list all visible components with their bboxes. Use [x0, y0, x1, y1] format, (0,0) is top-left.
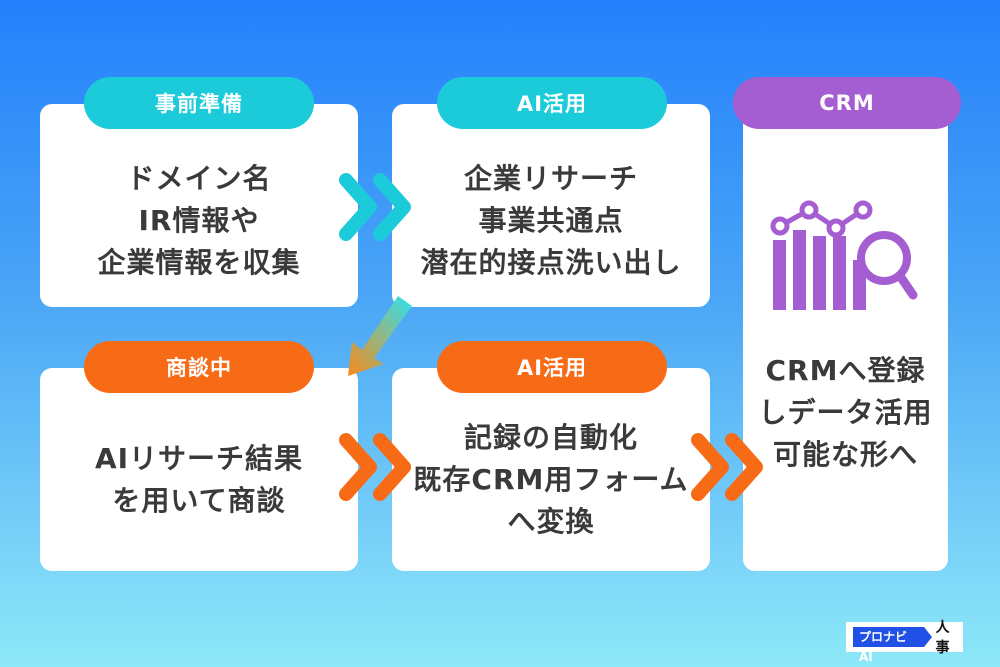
double-chevron-right-icon-top [339, 173, 411, 241]
step-card-ai-research: 企業リサーチ 事業共通点 潜在的接点洗い出し [392, 104, 710, 307]
step-ai-record-label: AI活用 [437, 341, 667, 393]
step-ai-record-text: 記録の自動化 既存CRM用フォーム へ変換 [413, 420, 689, 538]
double-chevron-right-icon-bottom-1 [339, 433, 411, 501]
step-ai-research-label: AI活用 [437, 77, 667, 129]
brand-logo: プロナビAI 人事 [846, 620, 963, 664]
step-card-ai-record: 記録の自動化 既存CRM用フォーム へ変換 [392, 368, 710, 571]
step-meeting-text: AIリサーチ結果 を用いて商談 [94, 441, 304, 517]
double-chevron-right-icon-bottom-2 [691, 433, 763, 501]
chart-magnifier-icon [770, 200, 917, 310]
step-prep-text: ドメイン名 IR情報や 企業情報を収集 [97, 161, 301, 279]
step-crm-text: CRMへ登録 しデータ活用 可能な形へ [758, 354, 933, 471]
diagonal-arrow-icon [348, 296, 412, 376]
step-card-prep: ドメイン名 IR情報や 企業情報を収集 [40, 104, 358, 307]
logo-badge: プロナビAI [853, 627, 932, 664]
step-card-crm: CRMへ登録 しデータ活用 可能な形へ [743, 104, 948, 571]
step-ai-research-text: 企業リサーチ 事業共通点 潜在的接点洗い出し [420, 161, 682, 279]
step-crm-label: CRM [733, 77, 961, 129]
logo-text: 人事 [935, 620, 950, 656]
step-meeting-label: 商談中 [84, 341, 314, 393]
step-prep-label: 事前準備 [84, 77, 314, 129]
step-card-meeting: AIリサーチ結果 を用いて商談 [40, 368, 358, 571]
